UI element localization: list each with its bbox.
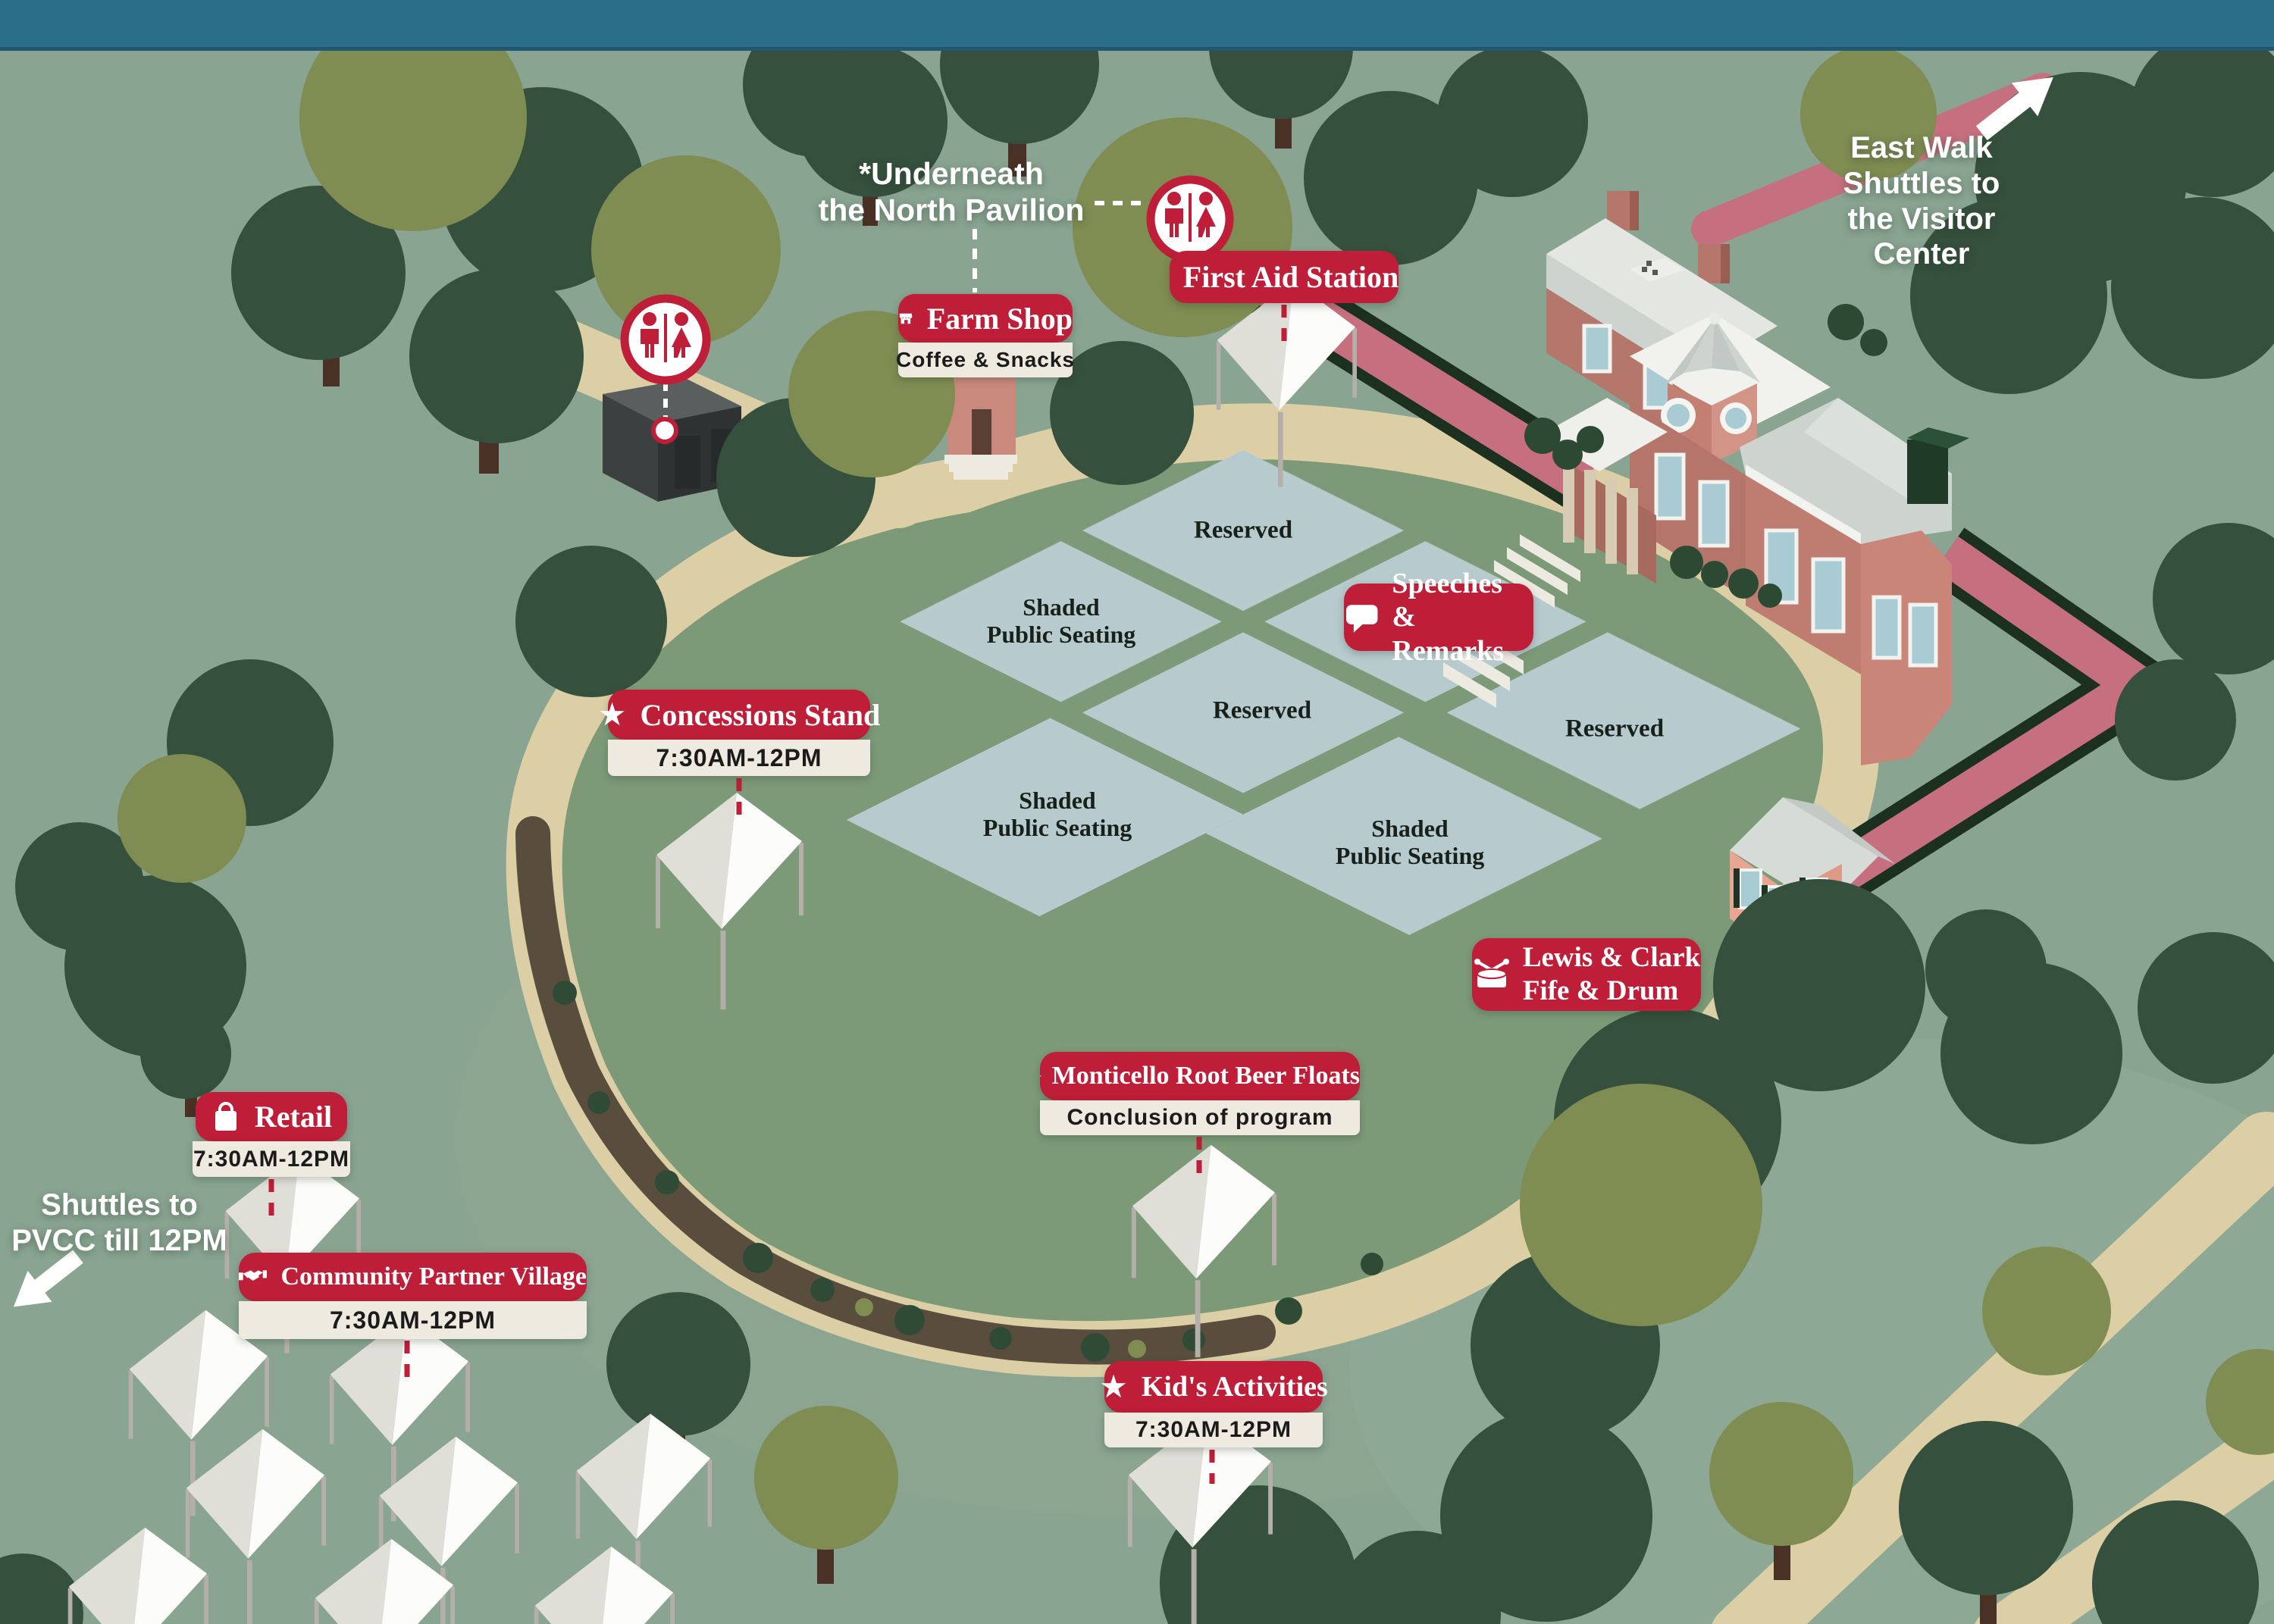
concessions-hours: 7:30AM-12PM — [608, 740, 870, 776]
community-village-label: Community Partner Village — [280, 1263, 587, 1291]
monticello-house — [1443, 191, 1969, 765]
lewis-clark-label-line2: Fife & Drum — [1522, 975, 1679, 1006]
pvcc-shuttle-note: Shuttles to PVCC till 12PM — [11, 1188, 227, 1257]
first-aid-banner: First Aid Station — [1170, 251, 1399, 303]
retail-banner: Retail — [196, 1092, 347, 1141]
kids-activities-label: Kid's Activities — [1141, 1371, 1328, 1403]
retail-hours: 7:30AM-12PM — [193, 1141, 350, 1177]
shopping-bag-icon — [215, 1101, 236, 1131]
pvcc-shuttle-arrow — [13, 1250, 83, 1307]
seating-label-shaded-southwest: Shaded Public Seating — [982, 787, 1132, 841]
seating-label-reserved-center: Reserved — [1212, 696, 1312, 724]
kids-activities-banner: ★ Kid's Activities — [1099, 1361, 1328, 1413]
community-village-hours: 7:30AM-12PM — [239, 1301, 587, 1339]
speeches-label-line1: Speeches — [1392, 568, 1503, 600]
speeches-label-line2: & Remarks — [1392, 601, 1505, 667]
connector-lines — [268, 305, 1287, 1484]
concessions-banner: ★ Concessions Stand — [598, 690, 880, 740]
restroom-marker-north-pavilion — [973, 175, 1234, 293]
root-beer-banner: Monticello Root Beer Floats — [1040, 1052, 1360, 1100]
north-pavilion-note-line1: *Underneath — [859, 156, 1044, 191]
speeches-banner: Speeches & Remarks — [1344, 568, 1533, 667]
seating-cell-shaded-south — [1205, 737, 1602, 935]
east-walk-note: East Walk Shuttles to the Visitor Center — [1843, 131, 2000, 271]
lewis-clark-banner: Lewis & Clark Fife & Drum — [1472, 938, 1701, 1011]
seating-cell-shaded-southwest — [846, 718, 1243, 917]
top-bar — [0, 0, 2274, 51]
star-icon: ★ — [597, 696, 627, 732]
east-walk-arrow — [1975, 77, 2053, 141]
retail-label: Retail — [254, 1100, 333, 1134]
root-beer-note: Conclusion of program — [1040, 1100, 1360, 1135]
root-beer-mug-icon — [1040, 1075, 1041, 1077]
storefront-icon — [899, 313, 913, 324]
seating-label-reserved-east: Reserved — [1565, 715, 1665, 743]
community-village-banner: Community Partner Village — [239, 1253, 587, 1301]
seating-label-shaded-south: Shaded Public Seating — [1335, 815, 1485, 869]
north-pavilion-note-line2: the North Pavilion — [818, 192, 1085, 227]
lewis-clark-label-line1: Lewis & Clark — [1522, 941, 1701, 973]
handshake-icon — [239, 1270, 268, 1281]
farm-shop-hours: Coffee & Snacks — [896, 343, 1074, 377]
seating-label-shaded-northwest: Shaded Public Seating — [986, 593, 1136, 648]
restroom-icon — [1165, 192, 1216, 242]
seating-cell-shaded-northwest — [900, 541, 1222, 702]
drum-icon — [1474, 959, 1509, 987]
kids-activities-hours: 7:30AM-12PM — [1104, 1413, 1323, 1447]
speech-bubble-icon — [1345, 604, 1378, 633]
farm-shop-label: Farm Shop — [926, 301, 1073, 336]
first-aid-label: First Aid Station — [1182, 260, 1399, 294]
seating-cell-reserved-east — [1446, 632, 1801, 809]
concessions-label: Concessions Stand — [640, 697, 881, 732]
north-pavilion-note: *Underneath the North Pavilion — [785, 156, 1118, 229]
root-beer-label: Monticello Root Beer Floats — [1051, 1062, 1360, 1090]
farm-shop-banner: Farm Shop — [898, 294, 1073, 343]
seating-label-reserved-north: Reserved — [1193, 516, 1293, 544]
restroom-icon — [641, 312, 691, 362]
star-icon: ★ — [1099, 1369, 1128, 1404]
restroom-marker-west — [620, 294, 711, 444]
